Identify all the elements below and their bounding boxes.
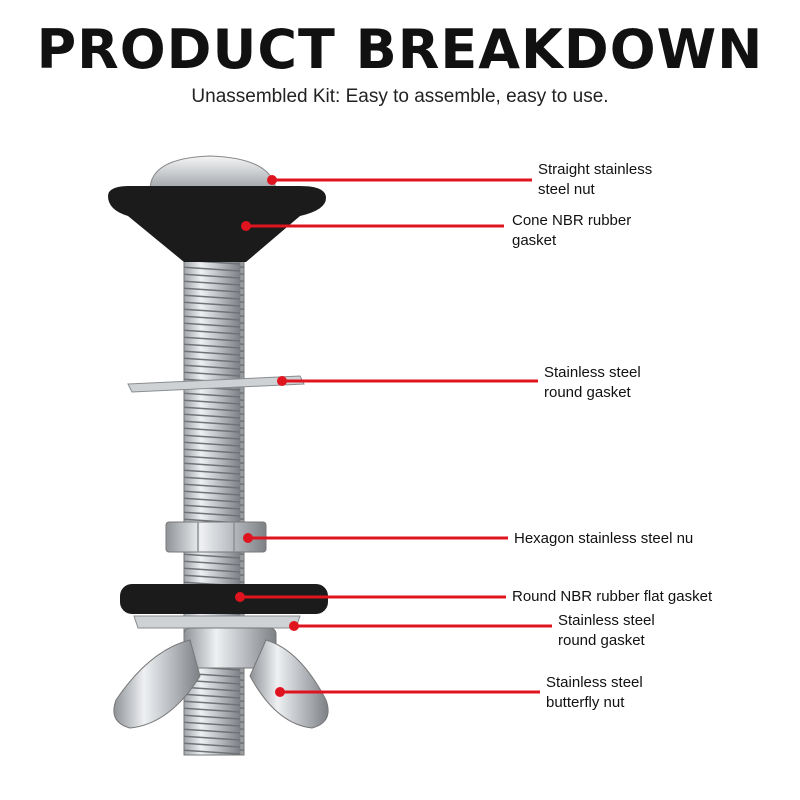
part-label-butterfly-nut: Stainless steel butterfly nut xyxy=(546,674,643,711)
leader-dot-7 xyxy=(275,687,285,697)
butterfly-wing-right xyxy=(249,639,329,729)
dome-nut xyxy=(149,155,277,191)
leader-dot-1 xyxy=(267,175,277,185)
part-label-round-gasket-lower: Stainless steel round gasket xyxy=(558,612,655,649)
leader-lines xyxy=(235,175,552,697)
page-title: PRODUCT BREAKDOWN xyxy=(36,18,764,81)
part-label-straight-nut: Straight stainless steel nut xyxy=(538,161,653,198)
leader-dot-3 xyxy=(277,376,287,386)
leader-dot-5 xyxy=(235,592,245,602)
leader-dot-2 xyxy=(241,221,251,231)
butterfly-wing-left xyxy=(113,639,201,729)
round-washer-upper xyxy=(127,375,305,393)
leader-dot-6 xyxy=(289,621,299,631)
leader-dot-4 xyxy=(243,533,253,543)
round-washer-lower xyxy=(133,615,301,629)
cone-rubber-gasket xyxy=(108,186,326,262)
part-label-cone-gasket: Cone NBR rubber gasket xyxy=(512,212,632,249)
round-rubber-flat-gasket xyxy=(120,584,328,614)
part-label-hex-nut: Hexagon stainless steel nu xyxy=(514,530,694,547)
part-label-rubber-flat-gasket: Round NBR rubber flat gasket xyxy=(512,588,713,605)
page-subtitle: Unassembled Kit: Easy to assemble, easy … xyxy=(191,86,609,107)
part-label-round-gasket-upper: Stainless steel round gasket xyxy=(544,364,641,401)
